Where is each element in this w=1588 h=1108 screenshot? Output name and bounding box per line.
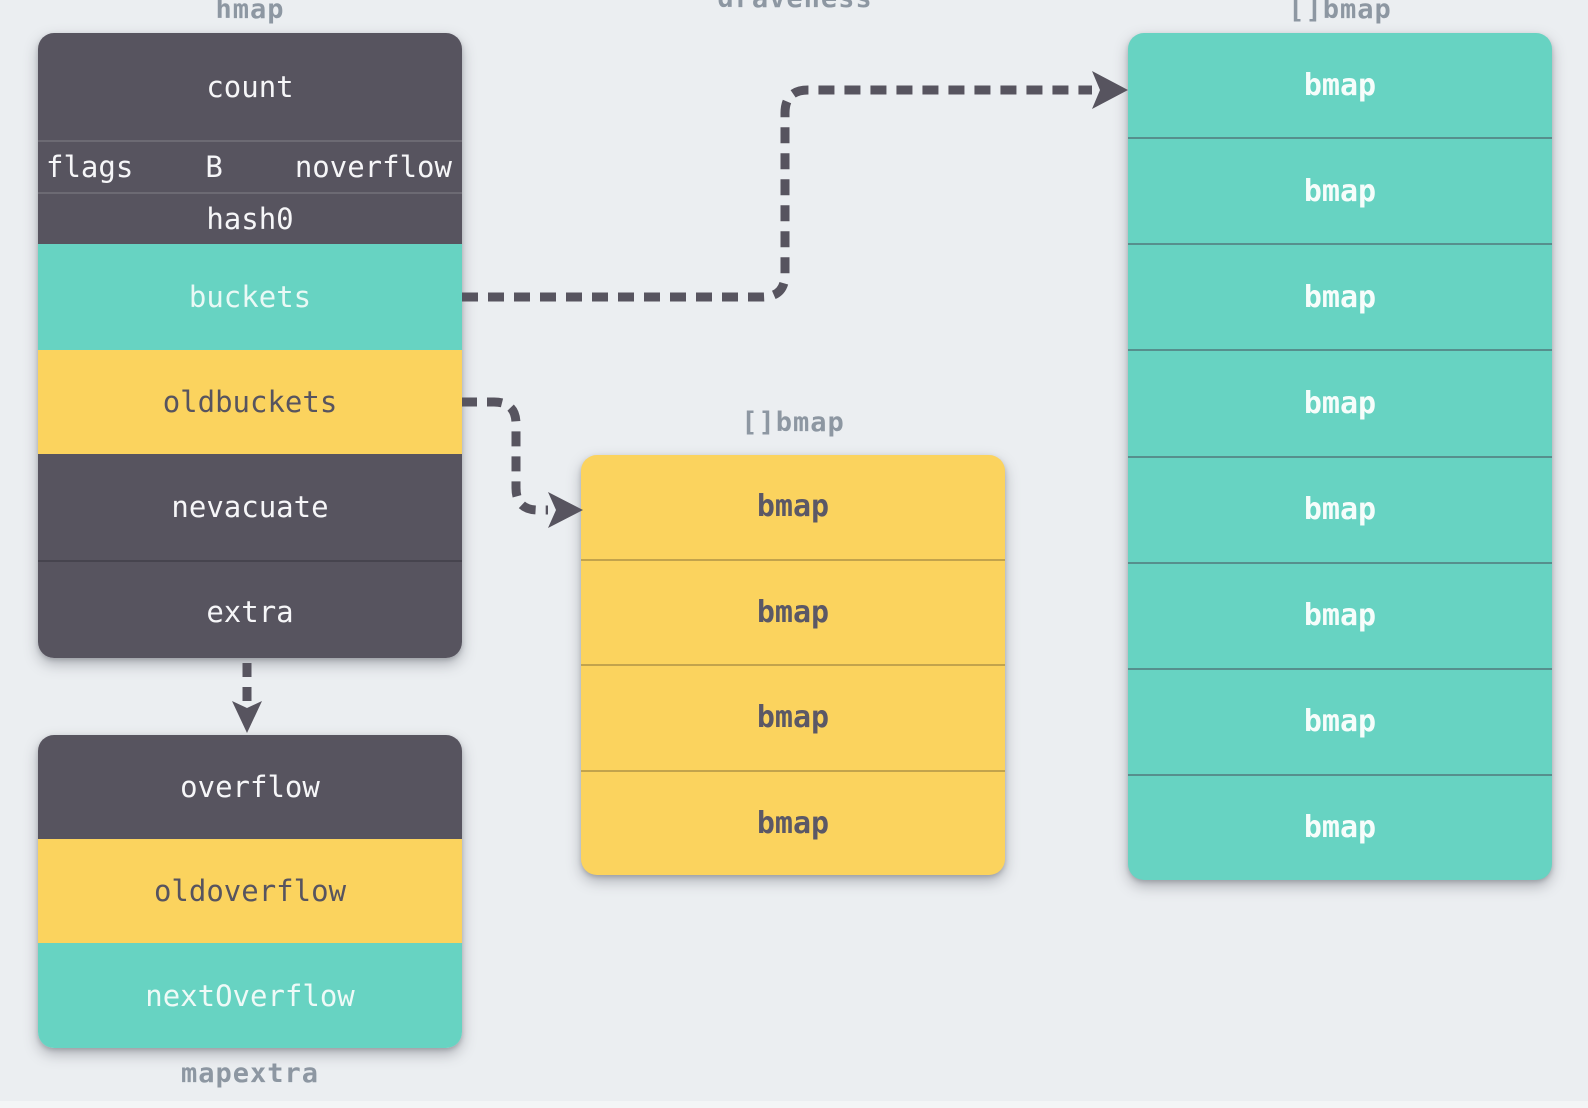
mapextra-field-overflow: overflow (38, 735, 462, 839)
old-buckets-array-box: bmap bmap bmap bmap (581, 455, 1005, 875)
hmap-field-b-label: B (205, 150, 223, 184)
bucket-cell: bmap (1128, 349, 1552, 455)
page-bottom-edge (0, 1101, 1588, 1108)
old-bucket-cell: bmap (581, 769, 1005, 876)
hmap-struct-box: count flags B noverflow hash0 buckets ol… (38, 33, 462, 658)
hmap-field-oldbuckets-label: oldbuckets (162, 385, 338, 419)
new-buckets-array-label: []bmap (1288, 0, 1392, 25)
hmap-field-hash0-label: hash0 (206, 202, 294, 236)
old-bucket-cell: bmap (756, 489, 830, 525)
mapextra-field-oldoverflow-label: oldoverflow (153, 874, 347, 908)
oldbuckets-pointer-arrow-line (462, 397, 548, 515)
bucket-cell: bmap (1128, 773, 1552, 880)
hmap-field-flags-b-noverflow: flags B noverflow (38, 140, 462, 192)
mapextra-field-overflow-label: overflow (180, 770, 320, 804)
oldbuckets-pointer-arrowhead (548, 492, 583, 528)
mapextra-field-oldoverflow: oldoverflow (38, 839, 462, 943)
new-buckets-array-box: bmap bmap bmap bmap bmap bmap bmap bmap (1128, 33, 1552, 880)
watermark-text: draveness (583, 0, 1007, 14)
buckets-pointer-arrowhead (1092, 71, 1128, 109)
hmap-field-flags-label: flags (46, 150, 134, 184)
bucket-cell: bmap (1128, 667, 1552, 774)
mapextra-field-nextoverflow-label: nextOverflow (145, 978, 355, 1013)
bucket-cell: bmap (1303, 67, 1377, 103)
hmap-field-count-label: count (206, 69, 294, 104)
extra-pointer-arrowhead (232, 701, 262, 733)
old-bucket-cell: bmap (581, 558, 1005, 665)
bucket-cell: bmap (1128, 455, 1552, 562)
mapextra-struct-box: overflow oldoverflow nextOverflow (38, 735, 462, 1048)
buckets-pointer-arrow-line (462, 85, 1092, 302)
old-buckets-array-label: []bmap (741, 407, 845, 438)
hmap-field-extra-label: extra (206, 595, 294, 629)
bucket-cell: bmap (1128, 561, 1552, 668)
bucket-cell: bmap (1128, 137, 1552, 243)
mapextra-field-nextoverflow: nextOverflow (38, 943, 462, 1048)
hmap-struct-label: hmap (215, 0, 285, 25)
bucket-cell: bmap (1128, 243, 1552, 349)
hmap-field-noverflow-label: noverflow (294, 150, 452, 184)
mapextra-struct-label: mapextra (180, 1058, 320, 1089)
old-bucket-cell: bmap (581, 664, 1005, 770)
hmap-field-nevacuate-label: nevacuate (171, 490, 329, 524)
hmap-field-buckets: buckets (38, 244, 462, 350)
hmap-field-extra: extra (38, 560, 462, 658)
hmap-field-nevacuate: nevacuate (38, 454, 462, 560)
hmap-field-buckets-label: buckets (188, 280, 312, 314)
hmap-field-count: count (38, 33, 462, 140)
hmap-field-hash0: hash0 (38, 192, 462, 244)
hmap-field-oldbuckets: oldbuckets (38, 350, 462, 454)
